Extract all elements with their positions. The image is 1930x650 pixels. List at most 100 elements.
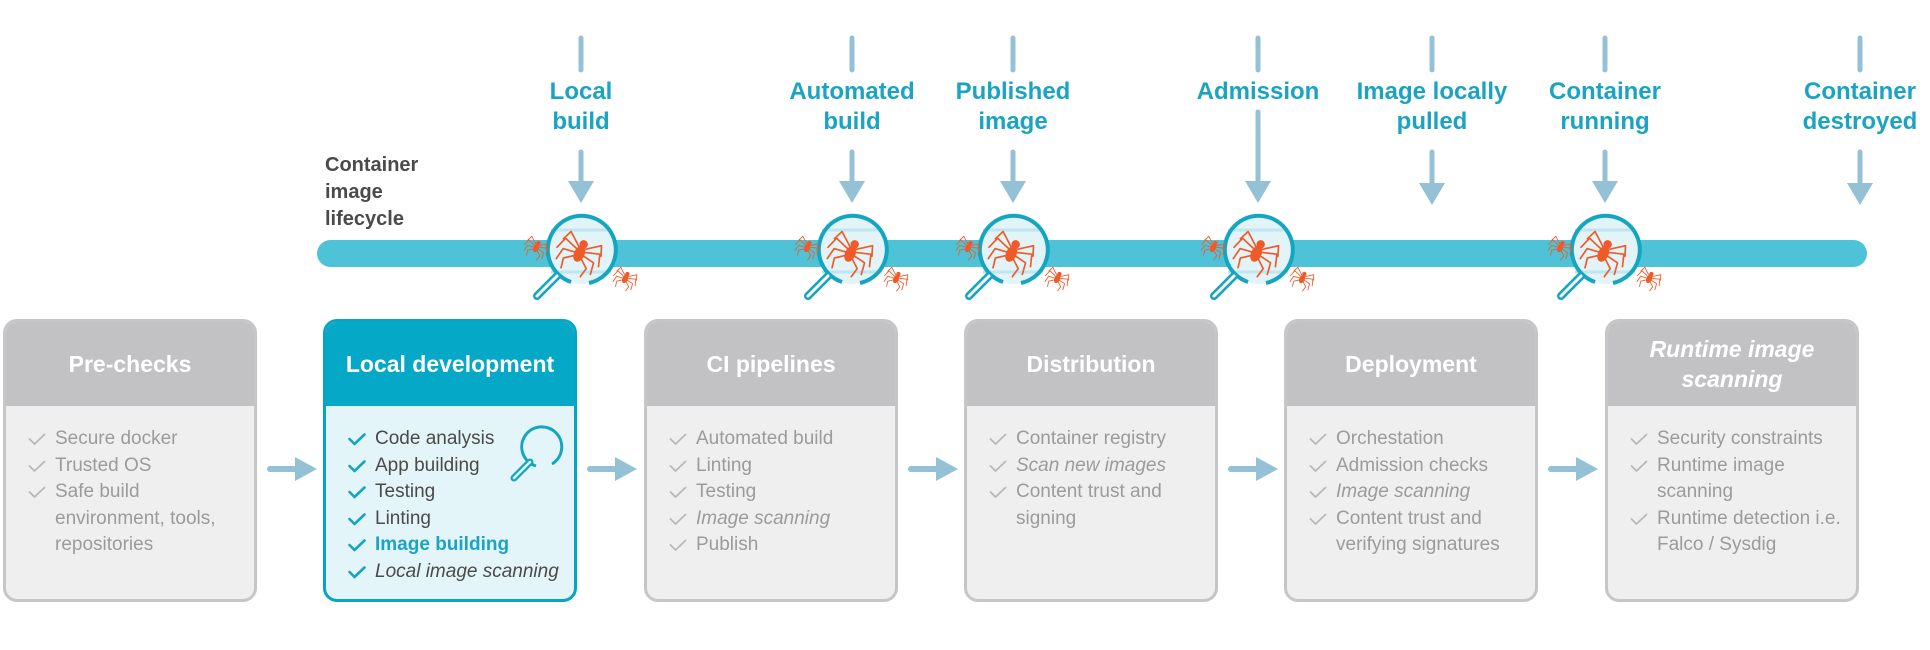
bug-leg	[627, 277, 637, 287]
bug-leg	[1584, 254, 1600, 269]
scan-magnifier-icon	[955, 213, 1070, 300]
bug-leg	[855, 244, 874, 258]
bug-body	[573, 245, 586, 262]
bug-leg	[1044, 270, 1057, 278]
bug-leg	[1561, 248, 1569, 260]
bug-leg	[1059, 274, 1070, 281]
bug-leg	[1579, 247, 1601, 260]
checklist-item-text: Testing	[696, 481, 757, 502]
bug-leg	[583, 251, 601, 268]
scan-magnifier-icon	[1200, 213, 1315, 300]
arrow-down-icon	[568, 181, 594, 203]
bug-leg	[527, 235, 537, 245]
bug-head	[807, 240, 812, 246]
bug-leg	[794, 239, 807, 247]
magnifier-handle-inner	[1559, 274, 1583, 298]
bug-head	[1302, 271, 1307, 277]
checklist-item-text: Image scanning	[696, 507, 831, 529]
bug-leg	[1011, 257, 1020, 278]
checklist-item: Testing	[647, 479, 885, 506]
check-icon	[348, 486, 366, 499]
bug-leg	[1256, 257, 1265, 278]
milestone-label-line: pulled	[1396, 108, 1468, 135]
bug-head	[896, 271, 901, 277]
bug-leg	[1261, 244, 1280, 258]
check-icon	[989, 486, 1007, 499]
bug-leg	[523, 244, 535, 252]
bug-body	[621, 274, 629, 284]
bug-head	[1057, 271, 1062, 277]
bug-leg	[1203, 248, 1211, 256]
arrow-right-icon	[1228, 454, 1280, 484]
bug-leg	[555, 237, 579, 251]
checklist-item: Container registry	[967, 426, 1205, 453]
bug-leg	[1650, 279, 1658, 291]
check-icon	[348, 539, 366, 552]
milestone-label-line: Published	[955, 78, 1071, 105]
bug-leg	[1059, 277, 1069, 287]
checklist-item-text: Safe build environment, tools, repositor…	[55, 481, 216, 555]
milestone-marker	[1000, 35, 1026, 203]
bug-leg	[1200, 239, 1213, 247]
milestone-label-line: destroyed	[1802, 108, 1918, 135]
bug-leg	[809, 243, 820, 250]
bug-body	[1645, 274, 1653, 284]
checklist-item: Linting	[326, 506, 564, 533]
lifecycle-title: Container image lifecycle	[325, 152, 418, 233]
bug-head	[968, 240, 973, 246]
checklist-item: Image building	[326, 532, 564, 559]
bug-leg	[1047, 279, 1055, 287]
checklist-item-text: Publish	[696, 534, 759, 555]
bug-leg	[1551, 235, 1561, 245]
bug-head	[1256, 240, 1265, 249]
bug-leg	[898, 277, 908, 287]
checklist-item: Content trust and verifying signatures	[1287, 506, 1525, 559]
checklist-item-text: Trusted OS	[55, 454, 152, 476]
check-icon	[1309, 433, 1327, 446]
bug-leg	[1651, 277, 1661, 287]
magnifier-ring	[545, 213, 618, 285]
checklist-item: Orchestation	[1287, 426, 1525, 453]
arrow-down-icon	[839, 181, 865, 203]
lifecycle-title-line: image	[325, 181, 383, 203]
bug-head	[1213, 240, 1218, 246]
lifecycle-bar	[317, 240, 1867, 267]
bug-leg	[616, 266, 626, 276]
bug-leg	[883, 270, 896, 278]
small-bug-icon	[1289, 266, 1315, 292]
bug-icon	[1579, 230, 1627, 278]
bug-body	[1556, 243, 1564, 253]
bug-leg	[794, 244, 806, 252]
bug-body	[1053, 274, 1061, 284]
stage-title: Distribution	[967, 322, 1215, 406]
bug-leg	[1260, 251, 1278, 268]
bug-leg	[852, 254, 866, 276]
bug-body	[1298, 274, 1306, 284]
bug-leg	[560, 254, 576, 269]
bug-leg	[1550, 248, 1558, 256]
bug-leg	[1237, 254, 1253, 269]
bug-leg	[615, 279, 623, 287]
milestone-marker	[1419, 35, 1445, 205]
bug-icon	[987, 230, 1035, 278]
bug-leg	[1603, 257, 1612, 278]
bug-leg	[625, 280, 630, 292]
milestone-label: Admission	[1158, 77, 1358, 107]
check-icon	[28, 433, 46, 446]
bug-leg	[1015, 251, 1033, 268]
milestone-label-line: Local	[549, 78, 613, 105]
checklist-item: Image scanning	[1287, 479, 1525, 506]
milestone-label-line: build	[823, 108, 881, 135]
scan-magnifier-icon	[794, 213, 909, 300]
bug-leg	[850, 257, 859, 278]
bug-leg	[1232, 247, 1254, 260]
milestone-marker	[1245, 35, 1271, 203]
bug-leg	[1057, 280, 1062, 292]
stage-title: Deployment	[1287, 322, 1535, 406]
checklist-item-text: Secure docker	[55, 428, 178, 449]
checklist-item: Content trust and signing	[967, 479, 1205, 532]
